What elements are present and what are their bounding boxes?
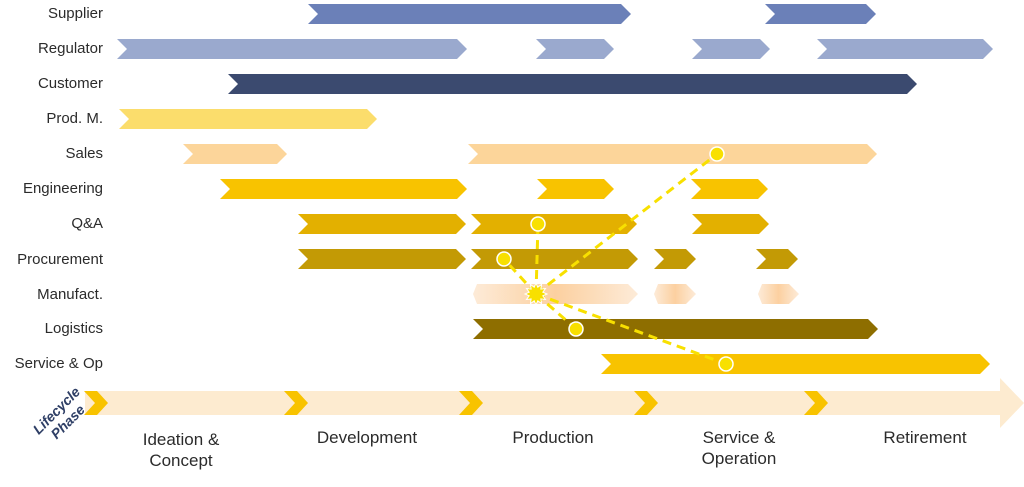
lane-label-procurement: Procurement xyxy=(17,251,103,268)
lane-label-service-op: Service & Op xyxy=(14,355,103,372)
lane-bar-qa-13 xyxy=(298,214,466,234)
phase-label-ideation: Ideation & Concept xyxy=(121,429,241,471)
highlight-connector-3 xyxy=(535,292,577,331)
lane-label-manufact: Manufact. xyxy=(37,286,103,303)
lane-label-prod-m: Prod. M. xyxy=(46,110,103,127)
lane-bar-regulator-5 xyxy=(817,39,993,59)
lane-bar-logistics-23 xyxy=(473,319,878,339)
lane-bar-supplier-1 xyxy=(765,4,876,24)
lane-bar-procurement-19 xyxy=(756,249,798,269)
phase-label-service-line2: Operation xyxy=(701,449,777,468)
lifecycle-phase-arrow xyxy=(85,378,1024,428)
highlight-node-3 xyxy=(568,321,584,337)
lane-bar-procurement-17 xyxy=(471,249,638,269)
highlight-connector-0 xyxy=(534,223,540,295)
lane-label-logistics: Logistics xyxy=(44,320,103,337)
lane-bar-engineering-10 xyxy=(220,179,467,199)
phase-chevron-ideation xyxy=(84,391,108,415)
phase-chevron-production xyxy=(459,391,483,415)
lane-bar-manufact-20 xyxy=(473,284,638,304)
phase-label-production: Production xyxy=(488,427,618,448)
lane-bar-sales-9 xyxy=(468,144,877,164)
phase-label-service-operation: Service & Operation xyxy=(679,427,799,469)
phase-label-retirement: Retirement xyxy=(865,427,985,448)
highlight-node-4 xyxy=(718,356,734,372)
phase-label-retirement-line1: Retirement xyxy=(883,428,967,447)
highlight-node-0 xyxy=(530,216,546,232)
phase-label-ideation-line1: Ideation & xyxy=(142,430,220,449)
lane-label-supplier: Supplier xyxy=(47,5,103,22)
lane-label-regulator: Regulator xyxy=(37,40,103,57)
lane-bar-sales-8 xyxy=(183,144,287,164)
lane-bar-qa-14 xyxy=(471,214,637,234)
lane-bar-manufact-21 xyxy=(654,284,696,304)
phase-chevron-retirement xyxy=(804,391,828,415)
lane-label-engineering: Engineering xyxy=(22,180,103,197)
lane-bar-regulator-3 xyxy=(536,39,614,59)
lane-bar-qa-15 xyxy=(692,214,769,234)
highlight-connector-2 xyxy=(535,152,718,296)
lane-bar-service-op-24 xyxy=(601,354,990,374)
highlight-node-2 xyxy=(709,146,725,162)
lane-bar-procurement-16 xyxy=(298,249,466,269)
lane-bar-procurement-18 xyxy=(654,249,696,269)
lane-bar-supplier-0 xyxy=(308,4,631,24)
lane-bar-regulator-2 xyxy=(117,39,467,59)
highlight-hub-burst xyxy=(523,281,549,307)
highlight-connector-4 xyxy=(535,292,727,366)
phase-chevron-service xyxy=(634,391,658,415)
lane-bar-prod-m-7 xyxy=(119,109,377,129)
lane-bar-engineering-12 xyxy=(691,179,768,199)
highlight-node-1 xyxy=(496,251,512,267)
phase-label-development: Development xyxy=(297,427,437,448)
phase-label-development-line1: Development xyxy=(316,428,418,447)
phase-label-production-line1: Production xyxy=(512,428,594,447)
lane-bar-engineering-11 xyxy=(537,179,614,199)
lane-bar-customer-6 xyxy=(228,74,917,94)
lane-label-qa: Q&A xyxy=(71,215,103,232)
lane-label-customer: Customer xyxy=(37,75,103,92)
lane-bar-regulator-4 xyxy=(692,39,770,59)
phase-label-service-line1: Service & xyxy=(702,428,776,447)
lane-label-sales: Sales xyxy=(65,145,103,162)
lane-bar-manufact-22 xyxy=(758,284,799,304)
phase-chevron-development xyxy=(284,391,308,415)
phase-label-ideation-line2: Concept xyxy=(149,451,213,470)
